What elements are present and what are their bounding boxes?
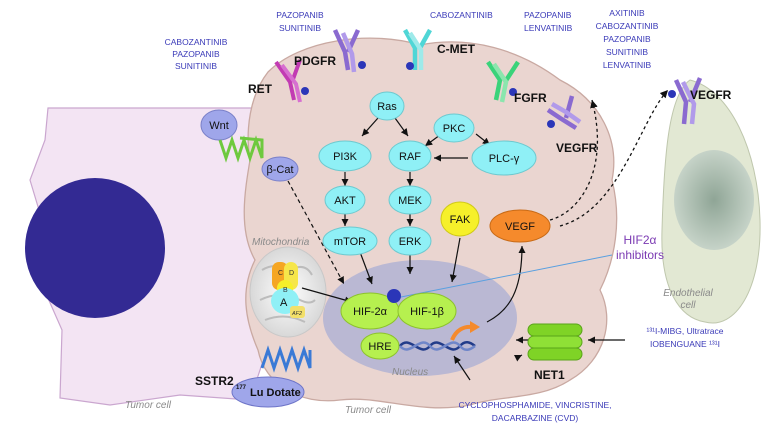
node-fak: FAK	[440, 201, 480, 237]
node-wnt: Wnt	[200, 109, 238, 141]
vegfr-endo-label: VEGFR	[690, 88, 732, 102]
svg-text:HIF-2α: HIF-2α	[353, 306, 388, 318]
svg-text:PKC: PKC	[443, 123, 466, 135]
nucleus-label: Nucleus	[392, 367, 428, 378]
svg-text:AKT: AKT	[334, 195, 356, 207]
svg-text:CABOZANTINIB: CABOZANTINIB	[165, 37, 228, 47]
vegfr-tumor-receptor-icon	[546, 95, 582, 130]
mito-sub-d: D	[289, 270, 294, 277]
svg-text:Endothelial: Endothelial	[663, 288, 713, 299]
ret-receptor-icon	[274, 59, 309, 103]
cvd-drugs: CYCLOPHOSPHAMIDE, VINCRISTINE, DACARBAZI…	[458, 400, 611, 423]
cmet-label: C-MET	[437, 42, 476, 56]
svg-text:MEK: MEK	[398, 195, 423, 207]
svg-text:SUNITINIB: SUNITINIB	[279, 23, 321, 33]
vegfr-drugs: AXITINIB CABOZANTINIB PAZOPANIB SUNITINI…	[596, 8, 659, 70]
net1-transporter-icon	[527, 323, 583, 361]
svg-text:HIF-1β: HIF-1β	[410, 306, 444, 318]
hif2-inhibitors-label: HIF2α inhibitors	[616, 233, 664, 262]
node-ras: Ras	[369, 91, 405, 121]
pdgfr-receptor-icon	[332, 29, 366, 73]
sstr2-receptor-icon	[260, 345, 312, 373]
svg-text:PAZOPANIB: PAZOPANIB	[172, 49, 220, 59]
hif-binding-dot	[387, 289, 401, 303]
mitochondria	[249, 246, 327, 338]
svg-text:PAZOPANIB: PAZOPANIB	[276, 10, 324, 20]
node-hif1b: HIF-1β	[397, 292, 457, 330]
svg-text:LENVATINIB: LENVATINIB	[603, 60, 652, 70]
sstr2-label: SSTR2	[195, 374, 234, 388]
mito-sub-c: C	[278, 270, 283, 277]
svg-text:VEGF: VEGF	[505, 221, 535, 233]
tumor-cell-center-label: Tumor cell	[345, 405, 392, 416]
mito-sub-a: A	[280, 297, 288, 309]
node-lu-dotate: 177 Lu Dotate	[231, 376, 305, 408]
mito-af2: AF2	[291, 311, 302, 317]
svg-text:mTOR: mTOR	[334, 236, 366, 248]
mibg-drugs: ¹³¹I-MIBG, Ultratrace IOBENGUANE ¹³¹I	[647, 326, 724, 349]
svg-text:SUNITINIB: SUNITINIB	[606, 47, 648, 57]
svg-text:AXITINIB: AXITINIB	[609, 8, 645, 18]
fgfr-receptor-icon	[486, 60, 520, 103]
svg-text:CYCLOPHOSPHAMIDE, VINCRISTINE,: CYCLOPHOSPHAMIDE, VINCRISTINE,	[458, 400, 611, 410]
svg-text:ERK: ERK	[399, 236, 422, 248]
net1-label: NET1	[534, 368, 565, 382]
svg-text:177: 177	[236, 385, 247, 391]
node-mek: MEK	[388, 185, 432, 215]
svg-text:CABOZANTINIB: CABOZANTINIB	[596, 21, 659, 31]
node-akt: AKT	[324, 185, 366, 215]
svg-text:RAF: RAF	[399, 151, 421, 163]
node-plcg: PLC-γ	[471, 140, 537, 176]
node-mtor: mTOR	[322, 226, 378, 256]
mito-sub-b: B	[283, 287, 288, 294]
node-vegf: VEGF	[489, 209, 551, 243]
node-pi3k: PI3K	[318, 140, 372, 172]
node-erk: ERK	[388, 226, 432, 256]
svg-text:HRE: HRE	[368, 341, 391, 353]
ret-drugs: CABOZANTINIB PAZOPANIB SUNITINIB	[165, 37, 228, 71]
svg-text:Lu Dotate: Lu Dotate	[250, 387, 301, 399]
node-raf: RAF	[388, 140, 432, 172]
svg-text:PAZOPANIB: PAZOPANIB	[524, 10, 572, 20]
node-hre: HRE	[360, 332, 400, 360]
svg-text:inhibitors: inhibitors	[616, 248, 664, 262]
transcription-arrow	[450, 324, 473, 341]
svg-text:cell: cell	[680, 300, 696, 311]
cmet-receptor-icon	[403, 28, 432, 70]
signal-arrows	[301, 117, 553, 381]
fgfr-drugs: PAZOPANIB LENVATINIB	[524, 10, 573, 33]
vegfr-tumor-label: VEGFR	[556, 141, 598, 155]
node-pkc: PKC	[433, 113, 475, 143]
wnt-receptor-icon	[218, 135, 264, 163]
left-cell-nucleus	[25, 178, 165, 318]
fgfr-label: FGFR	[514, 91, 547, 105]
mito-label: Mitochondria	[252, 237, 310, 248]
tumor-cell-left-label: Tumor cell	[125, 400, 172, 411]
endothelial-label: Endothelial cell	[663, 288, 713, 311]
svg-text:PI3K: PI3K	[333, 151, 358, 163]
dna-helix	[399, 341, 476, 351]
svg-text:Wnt: Wnt	[209, 120, 229, 132]
svg-text:FAK: FAK	[450, 214, 471, 226]
pdgfr-drugs: PAZOPANIB SUNITINIB	[276, 10, 324, 33]
cmet-drugs: CABOZANTINIB	[430, 10, 493, 20]
svg-text:Ras: Ras	[377, 101, 397, 113]
svg-text:¹³¹I-MIBG, Ultratrace: ¹³¹I-MIBG, Ultratrace	[647, 326, 724, 336]
node-hif2a: HIF-2α	[340, 292, 400, 330]
svg-text:IOBENGUANE ¹³¹I: IOBENGUANE ¹³¹I	[650, 339, 720, 349]
svg-text:HIF2α: HIF2α	[624, 233, 657, 247]
vegfr-endo-receptor-icon	[668, 77, 703, 125]
endothelial-nucleus	[674, 150, 754, 250]
svg-text:DACARBAZINE (CVD): DACARBAZINE (CVD)	[492, 413, 579, 423]
svg-text:PAZOPANIB: PAZOPANIB	[603, 34, 651, 44]
ret-label: RET	[248, 82, 273, 96]
svg-text:LENVATINIB: LENVATINIB	[524, 23, 573, 33]
svg-text:β-Cat: β-Cat	[266, 164, 293, 176]
svg-text:SUNITINIB: SUNITINIB	[175, 61, 217, 71]
pdgfr-label: PDGFR	[294, 54, 336, 68]
node-bcat: β-Cat	[261, 156, 299, 182]
svg-text:PLC-γ: PLC-γ	[489, 153, 520, 165]
